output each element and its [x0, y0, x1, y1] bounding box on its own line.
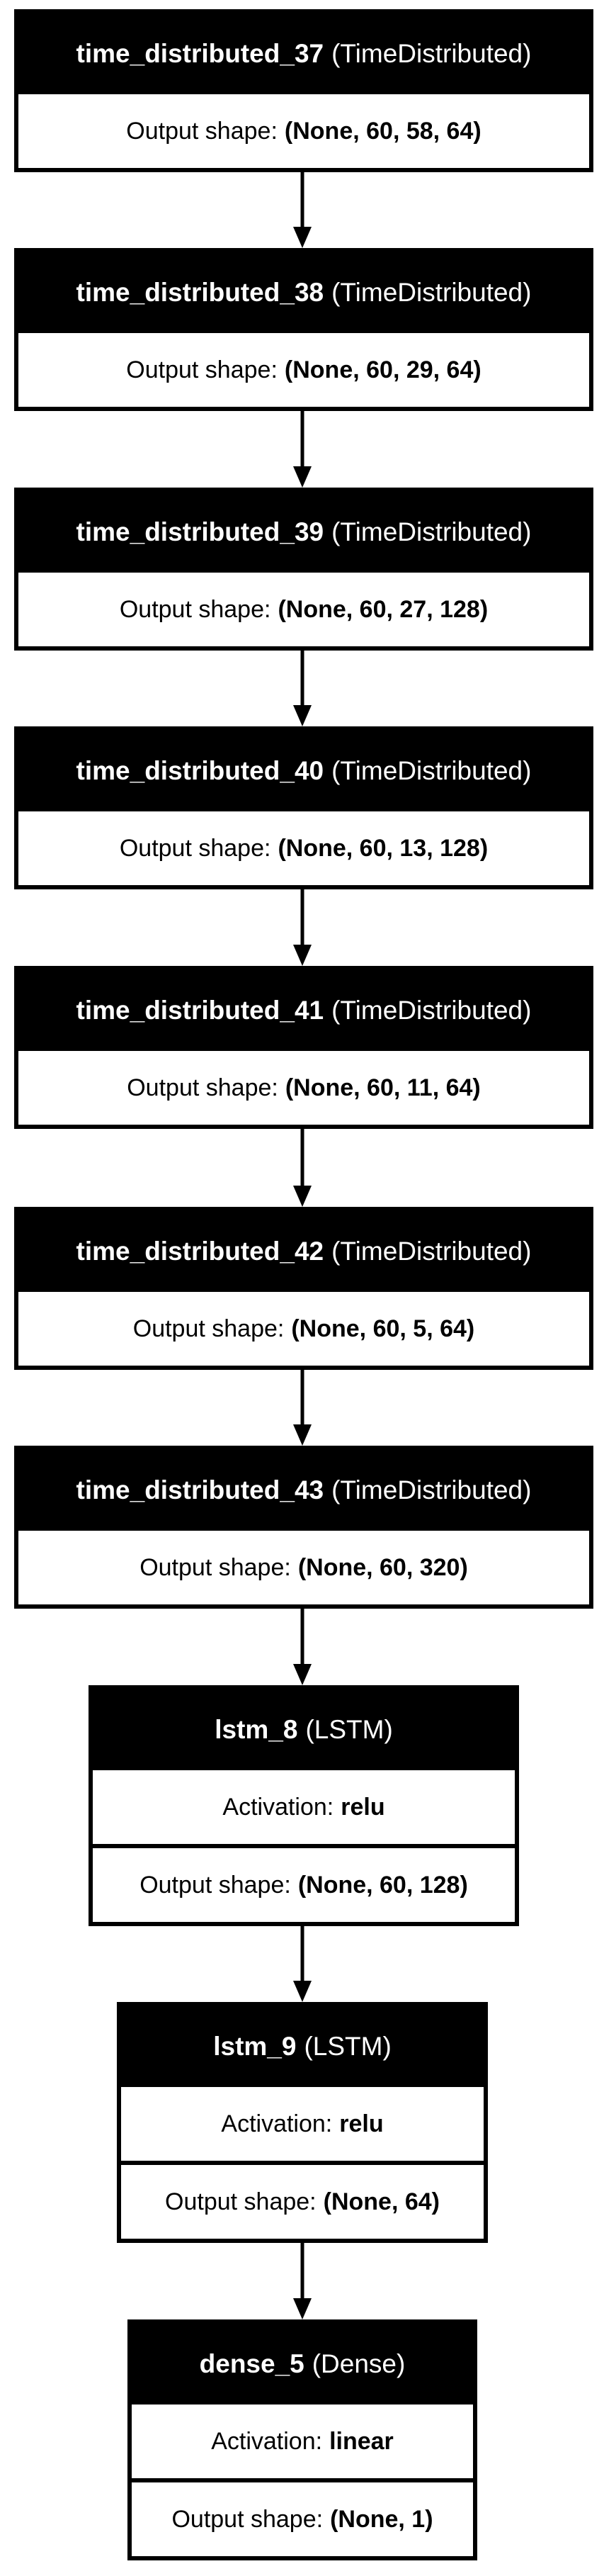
layer-node-dense-5: dense_5 (Dense) Activation: linear Outpu… [127, 2319, 477, 2560]
row-label: Activation: [211, 2427, 323, 2455]
row-value: (None, 60, 5, 64) [291, 1315, 475, 1342]
arrowhead-icon [293, 1981, 312, 2002]
row-value: relu [341, 1793, 385, 1821]
output-shape-row: Output shape: (None, 60, 13, 128) [18, 811, 589, 885]
row-label: Activation: [221, 2110, 333, 2137]
row-label: Output shape: [165, 2188, 317, 2215]
layer-type: (TimeDistributed) [331, 39, 532, 68]
edge-arrow [293, 172, 312, 248]
row-value: (None, 1) [330, 2505, 433, 2533]
layer-name: dense_5 [199, 2349, 304, 2378]
row-label: Output shape: [119, 834, 271, 862]
layer-name: lstm_9 [213, 2032, 297, 2061]
layer-type: (Dense) [312, 2349, 406, 2378]
layer-header: time_distributed_43 (TimeDistributed) [18, 1450, 589, 1531]
row-label: Activation: [222, 1793, 334, 1821]
layer-node-time-distributed-43: time_distributed_43 (TimeDistributed) Ou… [14, 1446, 593, 1609]
layer-node-time-distributed-41: time_distributed_41 (TimeDistributed) Ou… [14, 966, 593, 1129]
row-label: Output shape: [127, 1074, 278, 1101]
layer-header: lstm_9 (LSTM) [121, 2006, 484, 2087]
arrowhead-icon [293, 1186, 312, 1207]
edge-arrow [293, 411, 312, 488]
layer-node-time-distributed-38: time_distributed_38 (TimeDistributed) Ou… [14, 248, 593, 411]
row-label: Output shape: [139, 1871, 291, 1899]
edge-arrow [293, 2243, 312, 2319]
output-shape-row: Output shape: (None, 60, 320) [18, 1531, 589, 1604]
layer-header: time_distributed_41 (TimeDistributed) [18, 970, 589, 1051]
row-label: Output shape: [126, 117, 278, 145]
arrowhead-icon [293, 466, 312, 488]
arrowhead-icon [293, 1424, 312, 1446]
row-value: (None, 60, 320) [297, 1553, 468, 1581]
row-label: Output shape: [139, 1553, 291, 1581]
edge-arrow [293, 1129, 312, 1207]
layer-name: time_distributed_43 [76, 1475, 324, 1504]
layer-header: time_distributed_40 (TimeDistributed) [18, 731, 589, 811]
arrowhead-icon [293, 2298, 312, 2319]
row-value: (None, 60, 128) [297, 1871, 468, 1899]
edge-arrow [293, 1609, 312, 1685]
output-shape-row: Output shape: (None, 60, 29, 64) [18, 333, 589, 407]
layer-node-time-distributed-40: time_distributed_40 (TimeDistributed) Ou… [14, 726, 593, 889]
edge-arrow [293, 1926, 312, 2002]
row-value: relu [339, 2110, 384, 2137]
arrowhead-icon [293, 1664, 312, 1685]
layer-type: (TimeDistributed) [331, 756, 532, 785]
output-shape-row: Output shape: (None, 60, 58, 64) [18, 94, 589, 168]
activation-row: Activation: relu [121, 2087, 484, 2161]
row-value: (None, 60, 27, 128) [278, 595, 489, 623]
layer-name: time_distributed_41 [76, 996, 324, 1025]
row-label: Output shape: [126, 356, 278, 383]
layer-node-time-distributed-39: time_distributed_39 (TimeDistributed) Ou… [14, 488, 593, 651]
layer-type: (TimeDistributed) [331, 278, 532, 307]
layer-type: (LSTM) [305, 1715, 393, 1744]
layer-name: time_distributed_38 [76, 278, 324, 307]
output-shape-row: Output shape: (None, 60, 128) [93, 1844, 515, 1922]
layer-header: time_distributed_37 (TimeDistributed) [18, 13, 589, 94]
layer-node-lstm-8: lstm_8 (LSTM) Activation: relu Output sh… [89, 1685, 519, 1926]
arrowhead-icon [293, 705, 312, 726]
layer-type: (TimeDistributed) [331, 996, 532, 1025]
layer-name: time_distributed_42 [76, 1237, 324, 1266]
layer-name: time_distributed_40 [76, 756, 324, 785]
output-shape-row: Output shape: (None, 64) [121, 2161, 484, 2239]
row-value: (None, 64) [323, 2188, 440, 2215]
layer-header: time_distributed_42 (TimeDistributed) [18, 1211, 589, 1292]
layer-header: lstm_8 (LSTM) [93, 1689, 515, 1770]
row-label: Output shape: [171, 2505, 324, 2533]
edge-arrow [293, 651, 312, 726]
layer-name: time_distributed_37 [76, 39, 324, 68]
row-label: Output shape: [132, 1315, 285, 1342]
layer-header: dense_5 (Dense) [132, 2324, 473, 2405]
layer-name: time_distributed_39 [76, 517, 324, 546]
layer-type: (TimeDistributed) [331, 517, 532, 546]
layer-type: (TimeDistributed) [331, 1237, 532, 1266]
output-shape-row: Output shape: (None, 60, 11, 64) [18, 1051, 589, 1125]
arrowhead-icon [293, 227, 312, 248]
row-label: Output shape: [119, 595, 271, 623]
activation-row: Activation: linear [132, 2405, 473, 2478]
edge-arrow [293, 889, 312, 966]
row-value: (None, 60, 13, 128) [278, 834, 489, 862]
layer-type: (TimeDistributed) [331, 1475, 532, 1504]
row-value: (None, 60, 29, 64) [284, 356, 482, 383]
row-value: (None, 60, 58, 64) [284, 117, 482, 145]
output-shape-row: Output shape: (None, 60, 27, 128) [18, 573, 589, 646]
layer-type: (LSTM) [304, 2032, 392, 2061]
layer-node-time-distributed-42: time_distributed_42 (TimeDistributed) Ou… [14, 1207, 593, 1370]
row-value: (None, 60, 11, 64) [285, 1074, 481, 1101]
output-shape-row: Output shape: (None, 60, 5, 64) [18, 1292, 589, 1366]
edge-arrow [293, 1370, 312, 1446]
arrowhead-icon [293, 945, 312, 966]
output-shape-row: Output shape: (None, 1) [132, 2478, 473, 2556]
row-value: linear [329, 2427, 394, 2455]
layer-name: lstm_8 [215, 1715, 298, 1744]
layer-node-lstm-9: lstm_9 (LSTM) Activation: relu Output sh… [117, 2002, 488, 2243]
layer-header: time_distributed_38 (TimeDistributed) [18, 252, 589, 333]
layer-node-time-distributed-37: time_distributed_37 (TimeDistributed) Ou… [14, 9, 593, 172]
activation-row: Activation: relu [93, 1770, 515, 1844]
layer-header: time_distributed_39 (TimeDistributed) [18, 492, 589, 573]
